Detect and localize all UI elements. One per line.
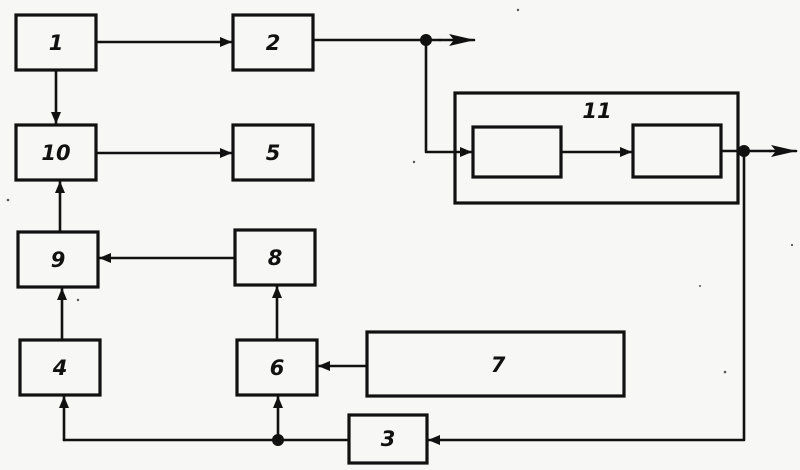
arrow-2-to-11 [426,40,471,152]
block-1-label: 1 [49,31,64,55]
block-9-label: 9 [51,248,66,272]
block-5-label: 5 [266,141,281,165]
block-5: 5 [233,125,313,180]
block-3: 3 [349,415,427,463]
block-4: 4 [20,340,100,395]
block-10: 10 [16,125,96,180]
block-1: 1 [16,15,96,70]
block-2-label: 2 [266,31,281,55]
block-9: 9 [18,232,98,287]
block-3-label: 3 [381,427,396,451]
block-6-label: 6 [270,356,285,380]
block-11-label: 11 [582,99,611,123]
block-4-label: 4 [52,356,68,380]
block-11-sub-right [633,125,721,177]
block-8-label: 8 [268,246,283,270]
block-8: 8 [235,230,315,285]
block-7: 7 [367,332,624,396]
block-11: 11 [455,93,738,203]
block-7-label: 7 [491,353,506,377]
block-2: 2 [233,15,313,70]
block-10-label: 10 [41,141,70,165]
block-11-sub-left [473,127,561,177]
block-6: 6 [237,340,317,395]
scan-specks [7,9,793,374]
